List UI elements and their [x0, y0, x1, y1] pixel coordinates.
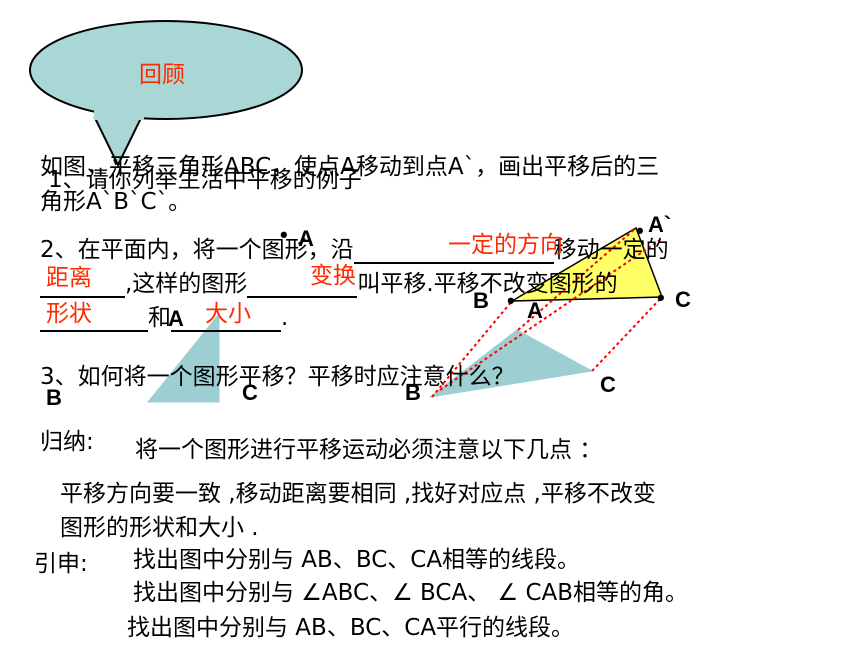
- item1-line1: 如图，平移三角形ABC，使点A移动到点A`，画出平移后的三: [40, 154, 660, 180]
- label-b-right: B: [405, 380, 421, 405]
- answer-distance: 距离: [46, 265, 92, 291]
- answer-shape: 形状: [46, 301, 92, 327]
- label-c-top: C: [675, 287, 691, 312]
- extension-q2: 找出图中分别与 ∠ABC、∠ BCA、 ∠ CAB相等的角。: [133, 580, 689, 606]
- label-c-left: C: [242, 380, 258, 405]
- dot-c-top: •: [657, 285, 665, 310]
- label-a-small: A: [298, 226, 314, 251]
- dot-a-small: •: [280, 222, 288, 247]
- item2-line2-end: 叫平移.平移不改变图形的: [357, 271, 618, 297]
- answer-direction: 一定的方向: [448, 232, 563, 258]
- callout-ellipse: [29, 20, 303, 120]
- guide-line-1: [431, 300, 513, 398]
- answer-transform: 变换: [310, 263, 356, 289]
- blank-size[interactable]: [171, 306, 281, 332]
- summary-line2: 图形的形状和大小 .: [60, 515, 259, 541]
- guide-line-2: [517, 227, 637, 331]
- triangle-abc-right: [429, 329, 594, 398]
- item1-line2: 角形A`B`C`。: [40, 189, 192, 215]
- item2-line2-text: ,这样的图形: [125, 271, 248, 297]
- blank-transform[interactable]: [247, 272, 358, 298]
- item2-line3-end: .: [281, 305, 289, 331]
- extension-label: 引申:: [34, 551, 88, 577]
- item2-line3-and: 和: [148, 305, 171, 331]
- label-a-right: A: [527, 298, 543, 323]
- item1-prompt: 1、请你列举生活中平移的例子: [48, 167, 362, 193]
- item2-line1-text: 2、在平面内，将一个图形，沿: [40, 237, 354, 263]
- label-b-left: B: [46, 385, 62, 410]
- item2-line1-end: 移动一定的: [553, 237, 669, 263]
- label-a-prime: A`: [648, 212, 672, 237]
- item2-line3: 和.: [40, 298, 288, 332]
- guide-line-4: [439, 239, 661, 391]
- dot-b-top: •: [507, 288, 515, 313]
- summary-line1: 平移方向要一致 ,移动距离要相同 ,找好对应点 ,平移不改变: [60, 481, 656, 507]
- extension-q1: 找出图中分别与 AB、BC、CA相等的线段。: [133, 547, 581, 573]
- summary-label: 归纳:: [40, 429, 94, 455]
- item3-text: 3、如何将一个图形平移？平移时应注意什么？: [40, 364, 515, 390]
- triangle-abc-left: [146, 312, 220, 403]
- item2-line2: ,这样的图形 叫平移.平移不改变图形的: [40, 264, 618, 298]
- blank-direction[interactable]: [353, 238, 554, 264]
- triangle-translated: [509, 226, 664, 302]
- guide-line-3: [591, 296, 663, 372]
- item2-line1: 2、在平面内，将一个图形，沿 移动一定的: [40, 230, 669, 264]
- blank-shape[interactable]: [40, 306, 148, 332]
- extension-q3: 找出图中分别与 AB、BC、CA平行的线段。: [127, 615, 575, 641]
- dot-a-prime: •: [636, 218, 644, 243]
- summary-intro: 将一个图形进行平移运动必须注意以下几点 ：: [135, 437, 603, 463]
- blank-distance[interactable]: [40, 272, 125, 298]
- label-a-left: A: [168, 306, 184, 331]
- answer-size: 大小: [205, 301, 251, 327]
- bubble-label: 回顾: [139, 62, 185, 88]
- label-b-top: B: [473, 288, 489, 313]
- label-c-right: C: [600, 372, 616, 397]
